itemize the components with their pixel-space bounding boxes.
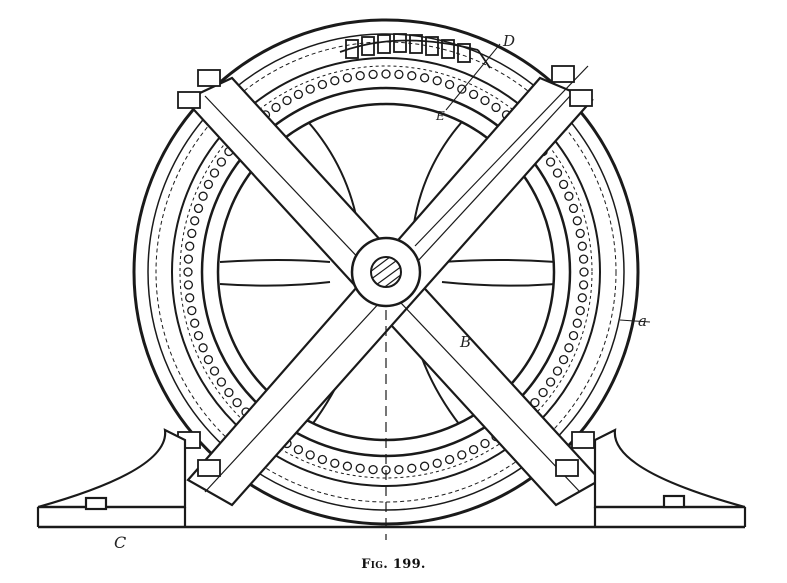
coil xyxy=(216,377,227,387)
coil xyxy=(545,157,556,167)
coil xyxy=(578,254,589,264)
coil xyxy=(558,179,569,190)
coil xyxy=(552,366,563,376)
coil xyxy=(183,267,193,277)
coil xyxy=(185,293,195,303)
coil xyxy=(530,397,540,408)
coil xyxy=(187,228,197,239)
coil xyxy=(198,191,208,201)
coil xyxy=(193,203,204,214)
coil xyxy=(457,84,467,94)
coil xyxy=(568,330,579,341)
coil xyxy=(491,102,501,113)
label-e: E xyxy=(435,109,445,123)
coil xyxy=(444,454,455,465)
coil xyxy=(577,241,587,251)
leader-d xyxy=(445,43,501,111)
coil xyxy=(282,95,292,106)
coil xyxy=(480,438,490,449)
coil xyxy=(572,318,582,328)
frame-body xyxy=(36,18,747,540)
coil xyxy=(187,305,197,316)
coil xyxy=(232,397,242,408)
coil xyxy=(342,461,353,471)
coil xyxy=(209,168,220,178)
coil xyxy=(394,464,404,475)
coil xyxy=(568,203,579,214)
figure-caption: Fig. 199. xyxy=(361,557,426,572)
coil xyxy=(355,463,365,473)
coil xyxy=(183,280,194,290)
label-c: C xyxy=(114,533,126,552)
coil xyxy=(457,450,467,460)
field-ring-dashed xyxy=(155,41,617,503)
coil xyxy=(564,343,574,353)
coil xyxy=(342,73,353,83)
coil xyxy=(432,458,442,468)
coil xyxy=(545,377,556,387)
coil xyxy=(198,343,208,353)
coil xyxy=(224,387,234,398)
coil xyxy=(293,444,304,455)
commutator-brushes xyxy=(339,33,491,69)
coil xyxy=(552,168,563,178)
coil xyxy=(209,366,220,376)
coil xyxy=(558,354,569,365)
coil xyxy=(407,71,417,81)
coil xyxy=(305,84,315,94)
coil xyxy=(468,444,479,455)
coil xyxy=(480,95,490,106)
coil xyxy=(185,241,195,251)
coil xyxy=(572,216,582,226)
coil xyxy=(394,69,404,80)
coil xyxy=(293,89,304,100)
coil xyxy=(578,280,589,290)
coil xyxy=(468,89,479,100)
coil xyxy=(577,293,587,303)
coil xyxy=(216,157,227,167)
coil xyxy=(203,354,214,365)
label-d: D xyxy=(502,32,515,50)
coil xyxy=(330,458,340,468)
coil xyxy=(419,73,430,83)
coil xyxy=(355,71,365,81)
coil xyxy=(203,179,214,190)
label-a: a xyxy=(638,312,647,330)
coil xyxy=(575,305,585,316)
coil xyxy=(575,228,585,239)
leader-e xyxy=(414,65,589,247)
coil xyxy=(407,463,417,473)
shaft xyxy=(370,256,402,288)
coil xyxy=(564,191,574,201)
coil xyxy=(330,76,340,86)
coil xyxy=(305,450,315,460)
coil xyxy=(271,102,281,113)
leader-a xyxy=(619,319,651,323)
coil xyxy=(368,69,378,80)
coil xyxy=(444,79,455,90)
coil xyxy=(190,318,200,328)
coil xyxy=(317,454,328,465)
coil xyxy=(317,79,328,90)
coil xyxy=(538,387,548,398)
coil xyxy=(190,216,200,226)
armature-dashed xyxy=(179,65,593,479)
foundation-feet xyxy=(36,428,747,527)
coil xyxy=(419,461,430,471)
coil xyxy=(183,254,194,264)
label-b: B xyxy=(459,333,471,351)
coil xyxy=(193,330,204,341)
coil xyxy=(579,267,589,277)
coil xyxy=(381,69,391,79)
frame-bolts xyxy=(177,65,595,477)
coil xyxy=(368,464,378,475)
coil xyxy=(432,76,442,86)
